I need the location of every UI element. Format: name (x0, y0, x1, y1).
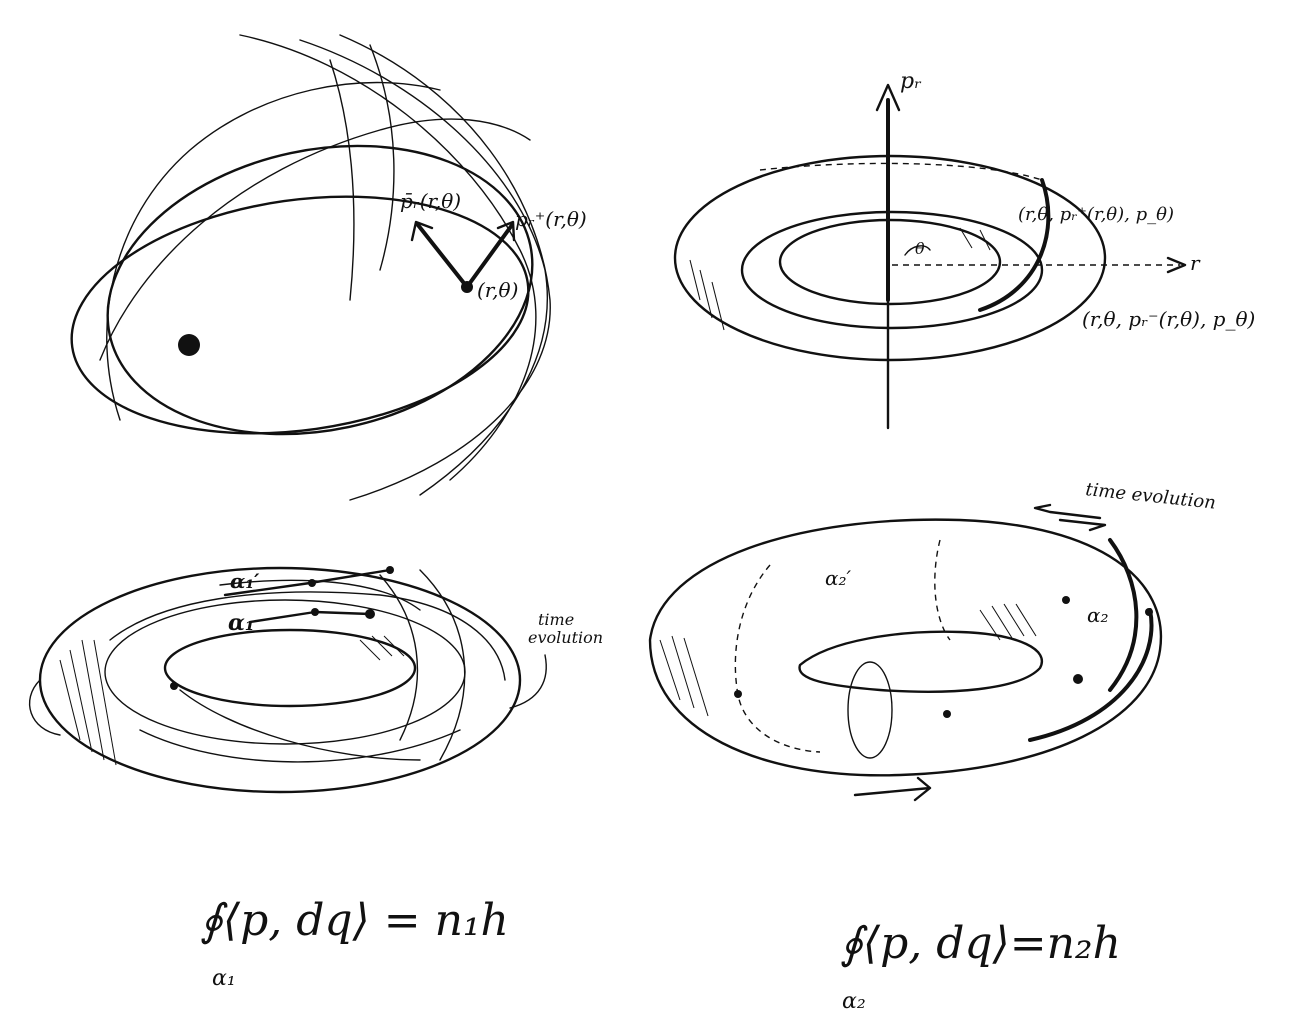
torus1-flow-1 (109, 591, 506, 681)
orbit-curve-4 (106, 81, 441, 421)
angle-arc (904, 245, 931, 256)
torus1-flow-2 (139, 729, 461, 763)
label-time-1: time (538, 610, 574, 629)
shading-top-right (689, 227, 991, 331)
torus2-slice-2 (734, 564, 821, 753)
panel-torus-alpha1: α₁′ α₁ time evolution (29, 566, 603, 794)
torus1-middle (104, 599, 466, 745)
focus-dot (178, 334, 200, 356)
orbit-curve-2 (299, 39, 548, 496)
highlight-orbit-segment (978, 178, 1051, 312)
label-alpha2-prime: α₂′ (825, 566, 852, 590)
label-alpha1: α₁ (228, 610, 255, 636)
torus-loop-orbit (740, 210, 1044, 330)
formula-left: ∮⟨p, dq⟩ = n₁h (200, 895, 509, 946)
formula-right: ∮⟨p, dq⟩=n₂h (840, 918, 1121, 969)
label-time-evolution-2: time evolution (1084, 479, 1216, 514)
torus2-hole (798, 630, 1043, 693)
torus2-slice-3 (934, 539, 951, 641)
label-p-minus: p̄ᵣ(r,θ) (400, 189, 461, 213)
label-point: (r,θ) (477, 278, 518, 302)
orbit-curve-7 (369, 44, 395, 271)
label-upper-sheet: (r,θ, pᵣ⁺(r,θ), p_θ) (1018, 204, 1174, 225)
label-alpha2: α₂ (1087, 603, 1109, 627)
time-arrow-left (29, 679, 61, 736)
label-axis-r: r (1190, 251, 1201, 275)
alpha2-path (1108, 538, 1139, 692)
torus2-slice-1 (847, 661, 893, 759)
orbit-curve-5 (99, 118, 531, 361)
label-axis-pr: pᵣ (900, 69, 922, 94)
torus1-flow-4 (219, 579, 421, 611)
time-arrow-bottom (853, 776, 932, 802)
momentum-arrow-minus-head (410, 220, 434, 242)
hidden-orbit-top (759, 162, 1043, 181)
momentum-arrow-plus-head (496, 220, 516, 242)
torus1-flow-3 (179, 689, 421, 761)
time-arrow-right (509, 654, 547, 709)
axis-r-arrow (1166, 256, 1187, 274)
panel-orbits: p̄ᵣ(r,θ) pᵣ⁺(r,θ) (r,θ) (70, 34, 587, 501)
time-arrow-top-right (1058, 518, 1107, 532)
formula-right-subscript: α₂ (842, 989, 866, 1014)
shading-torus2 (659, 603, 1037, 717)
alpha2-highlight (1028, 608, 1154, 742)
torus1-outer (38, 566, 522, 794)
torus1-hole (163, 628, 417, 708)
shading-torus1 (59, 635, 405, 766)
torus1-flow-5 (379, 574, 419, 741)
axis-pr-arrow (875, 83, 901, 112)
label-angle: θ (915, 239, 925, 258)
momentum-arrow-minus (416, 223, 469, 289)
orbit-curve-3 (339, 34, 551, 501)
formulas: ∮⟨p, dq⟩ = n₁h α₁ ∮⟨p, dq⟩=n₂h α₂ (200, 895, 1121, 1014)
label-lower-sheet: (r,θ, pᵣ⁻(r,θ), p_θ) (1082, 307, 1255, 331)
momentum-arrow-plus (465, 223, 514, 289)
panel-axis-torus: pᵣ r θ (r,θ, pᵣ⁺(r,θ), p_θ) (r,θ, pᵣ⁻(r,… (673, 69, 1255, 430)
label-alpha1-prime: α₁′ (230, 569, 260, 593)
orbit-curve-6 (329, 59, 355, 301)
orbit-ellipse-inner (70, 195, 530, 435)
torus1-flow-6 (419, 569, 466, 761)
panel-torus-alpha2: α₂′ α₂ time evolution (648, 479, 1217, 802)
orbit-ellipse-outer (106, 144, 534, 436)
label-p-plus: pᵣ⁺(r,θ) (515, 207, 587, 231)
formula-left-subscript: α₁ (212, 966, 236, 991)
time-arrow-top-left (1033, 503, 1102, 520)
alpha1-path (248, 610, 372, 624)
torus2-outer (648, 518, 1163, 777)
label-evolution-1: evolution (528, 628, 603, 647)
